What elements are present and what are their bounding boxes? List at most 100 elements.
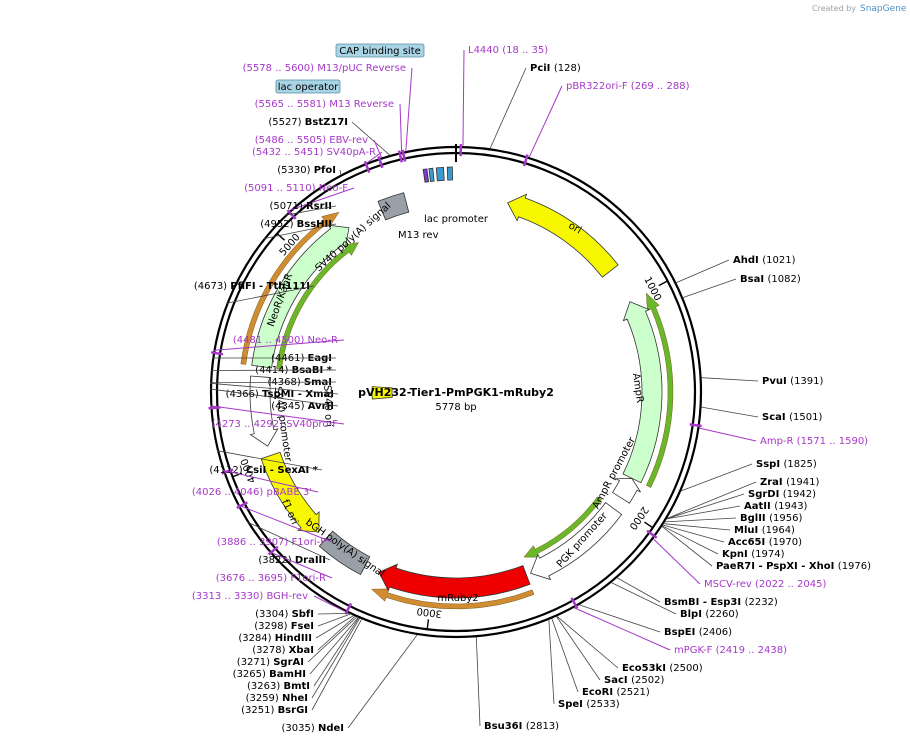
primer-site-mark [286,209,297,220]
primer-label-f1ori-r[interactable]: (3676 .. 3695) F1ori-R [216,550,333,584]
enzyme-label-sgrai[interactable]: (3271) SgrAI [237,616,357,668]
enzyme-label-hindiii[interactable]: (3284) HindIII [238,615,354,644]
enzyme-label-bamhi[interactable]: (3265) BamHI [233,617,359,680]
enzyme-label-bsu36i[interactable]: Bsu36I (2813) [475,637,559,732]
enzyme-label-bspei[interactable]: BspEI (2406) [579,604,732,638]
enzyme-label-bsmbi-esp3i[interactable]: BsmBI - Esp3I (2232) [616,577,778,608]
primer-label-sv40pro-f[interactable]: (4273 .. 4292) SV40pro-F [210,405,345,430]
svg-text:(3304) SbfI: (3304) SbfI [255,609,314,620]
enzyme-label-csii-sexai[interactable]: (4112) CsiI - SexAI * [209,450,323,476]
enzyme-label-paer7i-pspxi-xhoi[interactable]: PaeR7I - PspXI - XhoI (1976) [661,526,871,572]
svg-text:(4461) EagI: (4461) EagI [271,353,332,364]
enzyme-label-sspi[interactable]: SspI (1825) [681,459,817,492]
enzyme-label-pflfi-tth111i[interactable]: (4673) PflFI - Tth111I [194,281,315,304]
feature-ampr [622,301,663,484]
svg-text:(5091 .. 5110) Neo-F: (5091 .. 5110) Neo-F [244,183,348,194]
feature-label: mRuby2 [437,593,478,604]
feature-label: SV40 ori [321,385,333,427]
primer-label-bgh-rev[interactable]: (3313 .. 3330) BGH-rev [192,591,345,612]
primer-site-mark [689,423,702,428]
enzyme-label-rsrii[interactable]: (5071) RsrII [270,201,337,216]
primer-label-pbabe-3[interactable]: (4026 .. 4046) pBABE 3' [192,469,319,498]
feature-lac-operator [428,167,435,182]
enzyme-label-saci[interactable]: SacI (2502) [556,616,664,686]
enzyme-label-pfoi[interactable]: (5330) PfoI [277,165,342,176]
enzyme-label-bsabi[interactable]: (4414) BsaBI * [210,365,337,376]
enzyme-label-tspmi-xmai[interactable]: (4366) TspMI - XmaI [210,382,339,400]
feature-m13-rev [422,168,430,183]
primer-label-sv40pa-r[interactable]: (5432 .. 5451) SV40pA-R [252,147,383,163]
primer-label-neo-f[interactable]: (5091 .. 5110) Neo-F [244,183,355,211]
orf-bar [240,211,340,365]
orf-bar [523,496,602,558]
enzyme-label-bsshii[interactable]: (4952) BssHII [260,219,337,240]
svg-text:PvuI (1391): PvuI (1391) [762,376,824,387]
feature-lac-promoter [435,166,445,182]
feature-neor-kanr [251,224,350,369]
enzyme-label-sgrdi[interactable]: SgrDI (1942) [666,489,816,520]
enzyme-label-bglii[interactable]: BglII (1956) [664,513,803,524]
svg-text:SgrDI (1942): SgrDI (1942) [748,489,816,500]
primer-label-neo-r[interactable]: (4481 .. 4500) Neo-R [213,335,345,351]
enzyme-label-aatii[interactable]: AatII (1943) [666,501,808,520]
primer-label-l4440[interactable]: L4440 (18 .. 35) [462,45,548,147]
plasmid-size: 5778 bp [435,402,476,413]
enzyme-label-ecori[interactable]: EcoRI (2521) [551,618,650,698]
svg-text:(5578 .. 5600) M13/pUC Revers: (5578 .. 5600) M13/pUC Reverse [243,63,406,74]
enzyme-label-smai[interactable]: (4368) SmaI [210,377,337,388]
enzyme-label-spei[interactable]: SpeI (2533) [548,619,620,710]
enzyme-label-zrai[interactable]: ZraI (1941) [666,477,819,519]
primer-site-mark [208,406,221,410]
svg-text:KpnI (1974): KpnI (1974) [722,549,785,560]
enzyme-label-bsrgi[interactable]: (3251) BsrGI [241,618,362,716]
enzyme-label-eco53ki[interactable]: Eco53kI (2500) [556,616,703,674]
enzyme-label-bsai[interactable]: BsaI (1082) [683,274,801,298]
enzyme-label-bmti[interactable]: (3263) BmtI [247,617,360,692]
primer-label-pbr322ori-f[interactable]: pBR322ori-F (269 .. 288) [528,81,690,158]
enzyme-label-acc65i[interactable]: Acc65I (1970) [662,524,802,548]
enzyme-label-ndei[interactable]: (3035) NdeI [282,634,418,734]
svg-text:(3822) DraIII: (3822) DraIII [258,555,326,566]
enzyme-label-sbfi[interactable]: (3304) SbfI [255,609,349,620]
primer-site-mark [570,597,579,609]
primer-label-mscv-rev[interactable]: MSCV-rev (2022 .. 2045) [652,538,826,590]
enzyme-label-ahdi[interactable]: AhdI (1021) [676,255,796,284]
ruler-tick [644,521,654,529]
enzyme-label-pcii[interactable]: PciI (128) [489,63,581,149]
enzyme-label-blpi[interactable]: BlpI (2260) [611,582,739,620]
primer-label-mpgk-f[interactable]: mPGK-F (2419 .. 2438) [574,607,787,656]
enzyme-label-pvui[interactable]: PvuI (1391) [701,376,824,387]
primer-site-mark [522,154,529,167]
svg-text:EcoRI (2521): EcoRI (2521) [582,687,650,698]
svg-text:ZraI (1941): ZraI (1941) [760,477,819,488]
enzyme-label-bstz17i[interactable]: (5527) BstZ17I [268,117,390,156]
enzyme-label-kpni[interactable]: KpnI (1974) [662,525,785,560]
snapgene-brand: SnapGene [860,4,907,14]
enzyme-label-scai[interactable]: ScaI (1501) [701,406,823,423]
enzyme-label-nhei[interactable]: (3259) NheI [246,618,361,704]
enzyme-label-avrii[interactable]: (4345) AvrII [209,388,339,412]
feature-label: AmpR [630,373,645,404]
enzyme-label-eagi[interactable]: (4461) EagI [212,353,337,364]
feature-callout-label: lac operator [278,82,339,93]
svg-text:(3298) FseI: (3298) FseI [254,621,314,632]
svg-text:SpeI (2533): SpeI (2533) [558,699,620,710]
enzyme-label-draiii[interactable]: (3822) DraIII [246,521,331,566]
svg-text:BglII (1956): BglII (1956) [740,513,802,524]
primer-label-ebv-rev[interactable]: (5486 .. 5505) EBV-rev [255,135,382,158]
enzyme-label-xbai[interactable]: (3278) XbaI [252,616,356,656]
primer-label-m13-reverse[interactable]: (5565 .. 5581) M13 Reverse [255,99,403,153]
svg-text:Bsu36I (2813): Bsu36I (2813) [484,721,559,732]
orf-bar [370,588,535,610]
primer-label-m13-puc-reverse[interactable]: (5578 .. 5600) M13/pUC Reverse [243,63,413,152]
ruler-tick-label: 1000 [641,275,663,303]
enzyme-label-mlui[interactable]: MluI (1964) [663,523,795,536]
enzyme-label-fsei[interactable]: (3298) FseI [254,613,351,632]
feature-label: lac promoter [424,214,489,225]
feature-sv40-promoter [249,375,279,447]
primer-label-f1ori-f[interactable]: (3886 .. 3907) F1ori-F [217,504,333,548]
primer-label-amp-r[interactable]: Amp-R (1571 .. 1590) [699,427,868,447]
svg-text:(4345) AvrII: (4345) AvrII [271,401,334,412]
feature-pgk-promoter [530,502,623,581]
